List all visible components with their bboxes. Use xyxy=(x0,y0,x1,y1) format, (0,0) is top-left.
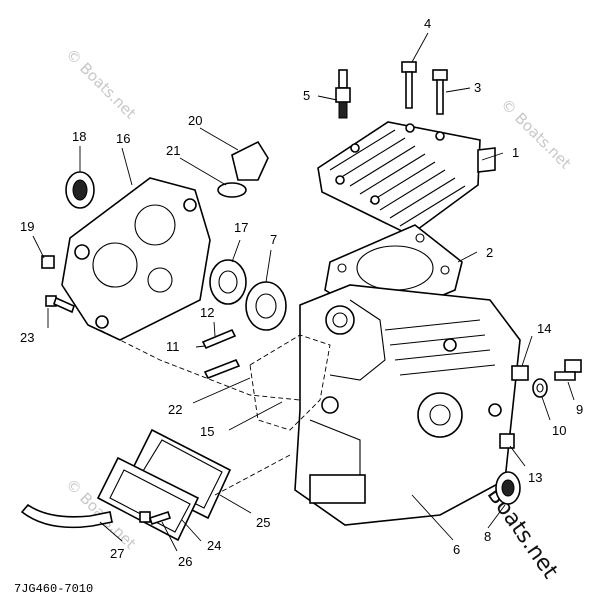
label-2: 2 xyxy=(486,245,493,260)
label-12: 12 xyxy=(200,305,214,320)
label-17: 17 xyxy=(234,220,248,235)
dowel-pins xyxy=(201,328,241,380)
label-15: 15 xyxy=(200,424,214,439)
cover-bolt xyxy=(45,295,75,314)
crankcase-gasket xyxy=(249,334,331,431)
watermark-top-left: © Boats.net xyxy=(62,45,140,123)
crankcase-cover xyxy=(61,177,211,341)
oil-seal-18 xyxy=(65,171,95,209)
label-19: 19 xyxy=(20,219,34,234)
label-14: 14 xyxy=(537,321,551,336)
label-24: 24 xyxy=(207,538,221,553)
label-20: 20 xyxy=(188,113,202,128)
drain-plug xyxy=(41,255,55,269)
label-8: 8 xyxy=(484,529,491,544)
watermark-top-right: © Boats.net xyxy=(497,95,575,173)
bearing-7 xyxy=(245,281,287,331)
label-4: 4 xyxy=(424,16,431,31)
label-27: 27 xyxy=(110,546,124,561)
label-6: 6 xyxy=(453,542,460,557)
label-5: 5 xyxy=(303,88,310,103)
label-26: 26 xyxy=(178,554,192,569)
label-1: 1 xyxy=(512,145,519,160)
label-11: 11 xyxy=(166,339,180,354)
label-25: 25 xyxy=(256,515,270,530)
right-side-hardware xyxy=(495,359,582,505)
label-21: 21 xyxy=(166,143,180,158)
spark-plug xyxy=(335,69,351,119)
oil-filler-cap xyxy=(217,140,269,198)
label-13: 13 xyxy=(528,470,542,485)
label-10: 10 xyxy=(552,423,566,438)
label-3: 3 xyxy=(474,80,481,95)
leader-lines xyxy=(32,32,575,552)
label-7: 7 xyxy=(270,232,277,247)
cylinder-head xyxy=(317,121,496,236)
bearing-17 xyxy=(209,259,247,305)
breather-assembly xyxy=(20,428,232,542)
label-22: 22 xyxy=(168,402,182,417)
label-16: 16 xyxy=(116,131,130,146)
crankcase xyxy=(294,284,521,526)
diagram-code: 7JG460-7010 xyxy=(14,582,93,596)
label-9: 9 xyxy=(576,402,583,417)
head-bolts xyxy=(401,61,448,115)
part-labels: 1 2 3 4 5 6 7 8 9 10 11 12 13 14 15 16 1… xyxy=(14,16,583,596)
label-23: 23 xyxy=(20,330,34,345)
label-18: 18 xyxy=(72,129,86,144)
